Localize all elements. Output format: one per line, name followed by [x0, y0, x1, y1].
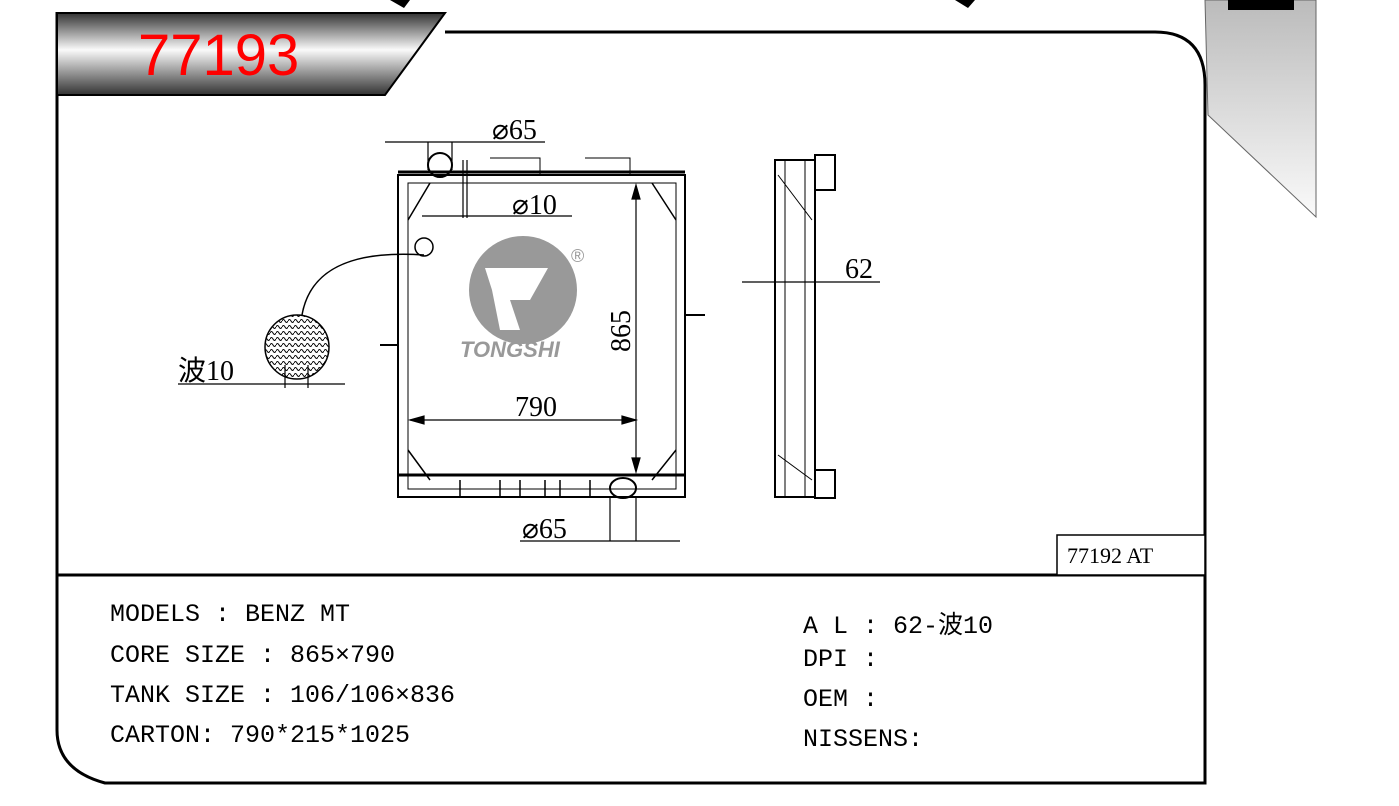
reference-box [1056, 534, 1206, 576]
top-mark-right [955, 0, 975, 8]
fin-label: 波10 [178, 355, 234, 387]
dim-depth: 62 [845, 254, 873, 285]
registered-mark: ® [571, 246, 584, 266]
drawing-frame [55, 12, 1207, 785]
top-mark-left [390, 0, 410, 8]
logo-text: TONGSHI [460, 337, 561, 362]
spec-tank-size: TANK SIZE : 106/106×836 [110, 681, 456, 710]
dim-width: 790 [515, 392, 557, 423]
spec-nissens: NISSENS: [803, 725, 924, 754]
corner-tab-mark [1228, 0, 1294, 10]
spec-carton: CARTON: 790*215*1025 [110, 721, 411, 750]
dim-inlet-diameter: ⌀65 [492, 115, 537, 146]
dimension-lines [178, 141, 880, 542]
part-number: 77193 [138, 23, 299, 88]
tongshi-logo: TONGSHI ® [460, 236, 584, 362]
dim-hole-diameter: ⌀10 [512, 190, 557, 221]
radiator-front-view [264, 152, 705, 499]
spec-al: A L : 62-波10 [803, 612, 994, 641]
dim-height: 865 [606, 310, 637, 352]
spec-dpi: DPI : [803, 645, 879, 674]
spec-models: MODELS : BENZ MT [110, 600, 351, 629]
corner-tab [1204, 0, 1317, 219]
radiator-side-view [774, 154, 836, 499]
spec-core-size: CORE SIZE : 865×790 [110, 641, 396, 670]
dim-outlet-diameter: ⌀65 [522, 514, 567, 545]
part-number-banner [56, 12, 447, 96]
reference-label: 77192 AT [1067, 543, 1154, 568]
spec-oem: OEM : [803, 685, 879, 714]
